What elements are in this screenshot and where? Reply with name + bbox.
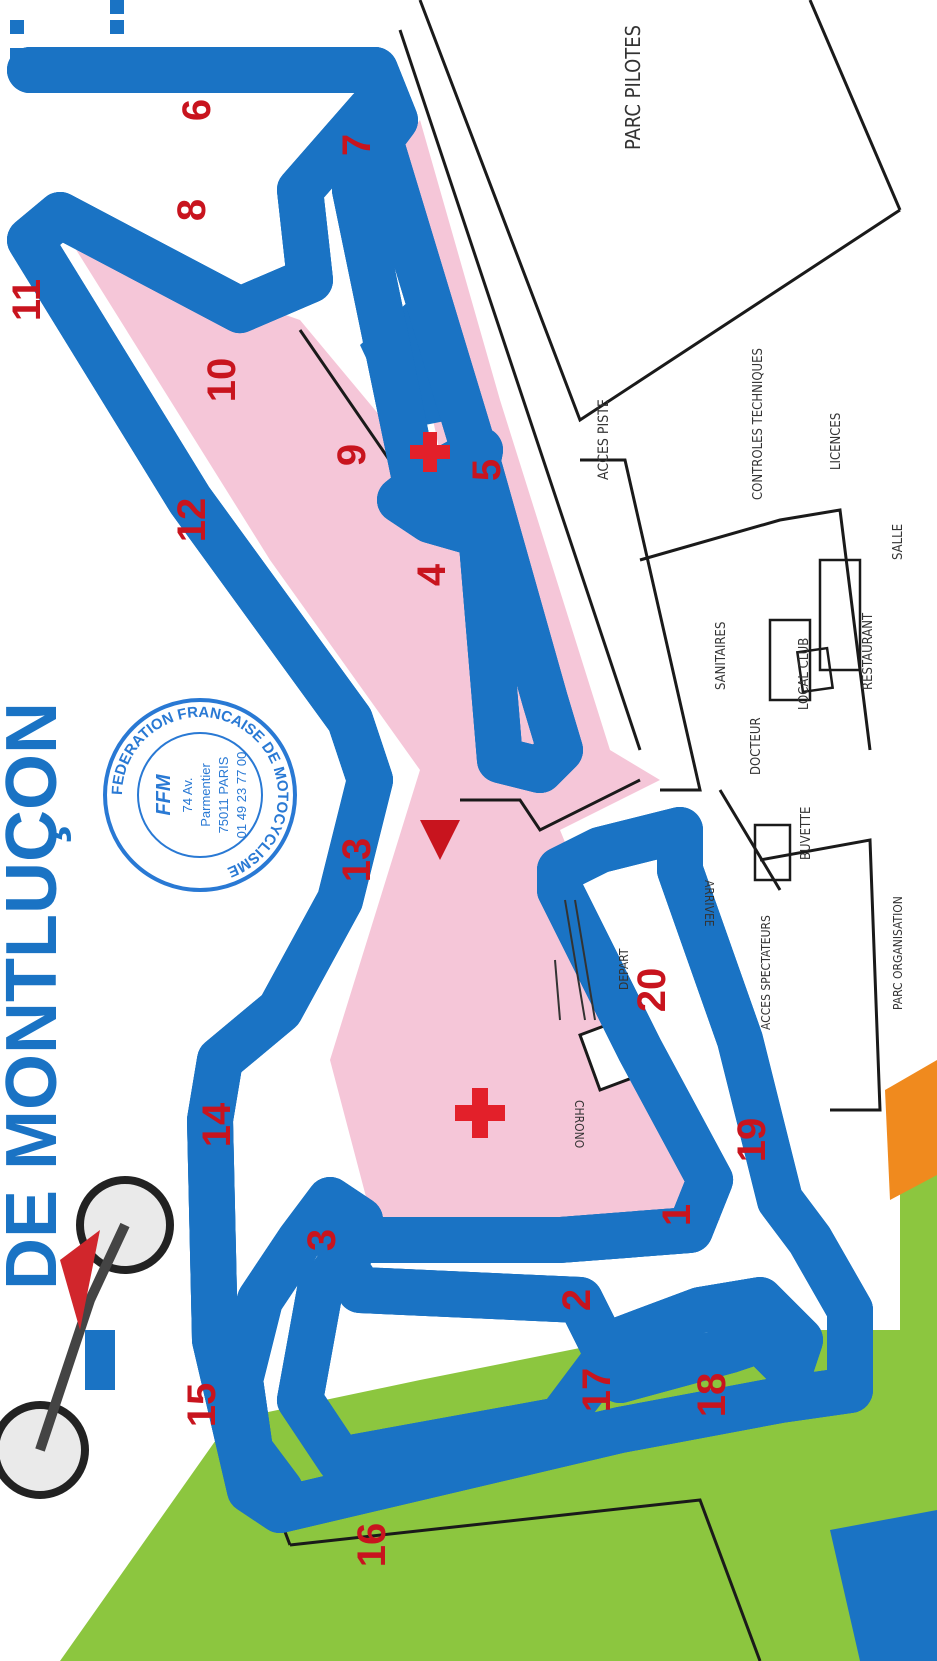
stamp-line-2: Parmentier	[198, 763, 213, 827]
grass-area-right	[900, 1170, 937, 1340]
stamp-logo: FFM	[153, 773, 175, 815]
label-controles-techniques: CONTROLES TECHNIQUES	[751, 348, 766, 500]
corner-number-12: 12	[170, 498, 214, 543]
corner-number-4: 4	[410, 563, 454, 586]
corner-number-20: 20	[630, 968, 674, 1013]
facility-boxes	[753, 558, 862, 882]
label-docteur: DOCTEUR	[749, 717, 764, 775]
stamp-line-3: 75011 PARIS	[216, 756, 231, 833]
corner-number-9: 9	[330, 444, 374, 466]
first-aid-cross-icon	[455, 1088, 505, 1138]
label-parc-organisation: PARC ORGANISATION	[891, 896, 905, 1010]
direction-arrow	[420, 820, 460, 860]
label-sanitaires: SANITAIRES	[714, 622, 729, 690]
stamp-line-4: 01 49 23 77 00	[234, 752, 249, 839]
label-chrono: CHRONO	[572, 1100, 586, 1148]
label-salle: SALLE	[891, 524, 906, 560]
corner-number-16: 16	[350, 1523, 394, 1568]
map-labels: PARC PILOTES ACCES PISTE CONTROLES TECHN…	[572, 25, 906, 1148]
corner-number-10: 10	[200, 358, 244, 403]
checkered-flag-icon	[10, 0, 124, 62]
label-restaurant: RESTAURANT	[861, 612, 876, 690]
stamp-line-1: 74 Av.	[180, 778, 195, 813]
corner-number-2: 2	[555, 1289, 599, 1311]
corner-number-14: 14	[195, 1102, 239, 1147]
orange-band	[885, 1060, 937, 1200]
label-buvette: BUVETTE	[799, 807, 814, 860]
corner-number-17: 17	[575, 1368, 619, 1413]
corner-number-1: 1	[655, 1204, 699, 1226]
start-finish-grid	[554, 899, 596, 1021]
corner-number-11: 11	[5, 279, 49, 321]
corner-number-8: 8	[170, 199, 214, 221]
corner-number-5: 5	[465, 459, 509, 481]
label-acces-piste: ACCES PISTE	[596, 399, 612, 480]
page-title: DE MONTLUÇON	[0, 702, 72, 1290]
label-parc-pilotes: PARC PILOTES	[621, 25, 645, 150]
label-spectateurs: ACCES SPECTATEURS	[759, 915, 773, 1030]
buildings-outline	[218, 0, 902, 1661]
label-local-club: LOCAL CLUB	[797, 638, 812, 710]
corner-number-3: 3	[300, 1229, 344, 1251]
corner-number-7: 7	[335, 134, 379, 156]
corner-number-13: 13	[335, 838, 379, 883]
label-depart: DEPART	[617, 948, 631, 990]
label-licences: LICENCES	[829, 413, 844, 470]
blue-block	[830, 1510, 937, 1661]
first-aid-cross-icon	[410, 432, 450, 472]
corner-number-15: 15	[180, 1383, 224, 1428]
pink-zone	[70, 120, 720, 1250]
corner-number-19: 19	[730, 1118, 774, 1163]
label-arrivee: ARRIVEE	[702, 880, 716, 927]
ffm-stamp: FEDERATION FRANCAISE DE MOTOCYCLISME FFM…	[103, 698, 297, 892]
corner-number-18: 18	[690, 1373, 734, 1418]
motorcycle-icon	[0, 1176, 174, 1499]
race-track	[7, 47, 873, 1533]
corner-number-6: 6	[175, 99, 219, 121]
